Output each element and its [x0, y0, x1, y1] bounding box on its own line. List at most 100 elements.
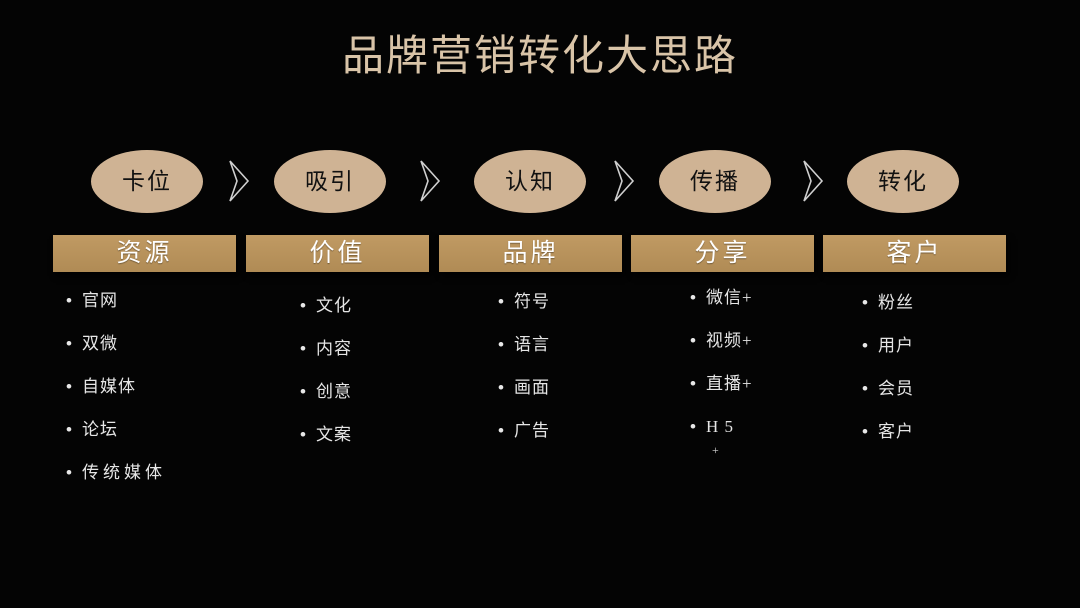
flow-ellipse-2[interactable]: 吸引 — [274, 149, 386, 213]
list-item-label: 用户 — [878, 336, 914, 355]
list-item-label: 视频+ — [706, 331, 753, 350]
flow-separator-2 — [417, 148, 443, 214]
chevron-right-icon — [226, 158, 252, 204]
category-bar-label: 客户 — [886, 240, 943, 267]
category-bar-resources[interactable]: 资源 — [53, 235, 236, 272]
category-bar-label: 品牌 — [502, 240, 559, 267]
list-item-label: 语言 — [514, 335, 550, 354]
list-item[interactable]: • 自媒体 — [66, 376, 266, 398]
bullet-dot-icon: • — [498, 421, 504, 440]
flow-separator-4 — [800, 148, 826, 214]
bullet-dot-icon: • — [66, 377, 72, 396]
bullet-dot-icon: • — [300, 425, 306, 444]
list-item-label: 传统媒体 — [82, 463, 166, 482]
flow-ellipse-1[interactable]: 卡位 — [91, 149, 203, 213]
bullet-dot-icon: • — [66, 463, 72, 482]
bullet-dot-icon: • — [862, 379, 868, 398]
flow-step-label: 认知 — [505, 168, 555, 194]
bullet-dot-icon: • — [66, 334, 72, 353]
list-item[interactable]: • 双微 — [66, 333, 266, 355]
list-item[interactable]: • 画面 — [498, 377, 698, 399]
chevron-right-icon — [611, 158, 637, 204]
flow-step-label: 传播 — [690, 168, 740, 194]
list-item-label: H 5 + — [706, 416, 734, 461]
list-item-label: 会员 — [878, 379, 914, 398]
page-title: 品牌营销转化大思路 — [341, 34, 738, 80]
list-item[interactable]: • 传统媒体 — [66, 462, 266, 484]
bullet-column-resources: • 官网 • 双微 • 自媒体 • 论坛 • 传统媒体 — [66, 290, 266, 505]
list-item-label: 官网 — [82, 291, 118, 310]
category-bar-share[interactable]: 分享 — [631, 235, 814, 272]
list-item-label: 直播+ — [706, 374, 753, 393]
bullet-dot-icon: • — [862, 422, 868, 441]
bullet-dot-icon: • — [862, 336, 868, 355]
list-item-label: 论坛 — [82, 420, 118, 439]
bullet-dot-icon: • — [498, 378, 504, 397]
list-item[interactable]: • 直播+ — [690, 373, 890, 395]
bullet-dot-icon: • — [66, 420, 72, 439]
flow-step-3[interactable]: 认知 — [474, 148, 586, 214]
list-item[interactable]: • 粉丝 — [862, 292, 1062, 314]
flow-step-5[interactable]: 转化 — [847, 148, 959, 214]
category-bar-label: 分享 — [694, 240, 751, 267]
list-item[interactable]: • 语言 — [498, 334, 698, 356]
list-item[interactable]: • 创意 — [300, 381, 500, 403]
bullet-dot-icon: • — [690, 374, 696, 393]
list-item[interactable]: • H 5 + — [690, 416, 890, 461]
bullet-dot-icon: • — [498, 292, 504, 311]
list-item-label: 微信+ — [706, 288, 753, 307]
flow-separator-1 — [226, 148, 252, 214]
chevron-right-icon — [417, 158, 443, 204]
list-item-label: 双微 — [82, 334, 118, 353]
flow-step-2[interactable]: 吸引 — [274, 148, 386, 214]
list-item-text: H 5 — [706, 417, 735, 436]
list-item[interactable]: • 文案 — [300, 424, 500, 446]
flow-ellipse-5[interactable]: 转化 — [847, 149, 959, 213]
category-bar-brand[interactable]: 品牌 — [439, 235, 622, 272]
bullet-dot-icon: • — [300, 296, 306, 315]
bullet-dot-icon: • — [300, 339, 306, 358]
list-item[interactable]: • 会员 — [862, 378, 1062, 400]
flow-separator-3 — [611, 148, 637, 214]
list-item-suffix: + — [712, 443, 719, 457]
list-item[interactable]: • 内容 — [300, 338, 500, 360]
list-item-label: 客户 — [878, 422, 914, 441]
list-item-label: 创意 — [316, 382, 352, 401]
list-item[interactable]: • 用户 — [862, 335, 1062, 357]
bullet-dot-icon: • — [862, 293, 868, 312]
list-item[interactable]: • 文化 — [300, 295, 500, 317]
chevron-right-icon — [800, 158, 826, 204]
list-item[interactable]: • 微信+ — [690, 287, 890, 309]
flow-step-label: 吸引 — [305, 168, 355, 194]
bullet-column-share: • 微信+ • 视频+ • 直播+ • H 5 + — [690, 287, 890, 482]
list-item-label: 内容 — [316, 339, 352, 358]
bullet-column-customer: • 粉丝 • 用户 • 会员 • 客户 — [862, 292, 1062, 464]
bullet-column-brand: • 符号 • 语言 • 画面 • 广告 — [498, 291, 698, 463]
flow-step-4[interactable]: 传播 — [659, 148, 771, 214]
list-item[interactable]: • 客户 — [862, 421, 1062, 443]
list-item-label: 文化 — [316, 296, 352, 315]
flow-ellipse-3[interactable]: 认知 — [474, 149, 586, 213]
list-item-label: 文案 — [316, 425, 352, 444]
bullet-dot-icon: • — [498, 335, 504, 354]
bullet-dot-icon: • — [690, 417, 696, 436]
flow-step-1[interactable]: 卡位 — [91, 148, 203, 214]
flow-ellipse-4[interactable]: 传播 — [659, 149, 771, 213]
list-item[interactable]: • 视频+ — [690, 330, 890, 352]
category-bar-label: 价值 — [309, 240, 366, 267]
bullet-dot-icon: • — [690, 288, 696, 307]
bullet-dot-icon: • — [690, 331, 696, 350]
process-flow-row: 卡位 吸引 认知 — [53, 148, 1005, 214]
list-item[interactable]: • 论坛 — [66, 419, 266, 441]
category-bar-value[interactable]: 价值 — [246, 235, 429, 272]
list-item[interactable]: • 官网 — [66, 290, 266, 312]
list-item-label: 粉丝 — [878, 293, 914, 312]
category-bar-customer[interactable]: 客户 — [823, 235, 1006, 272]
list-item-label: 符号 — [514, 292, 550, 311]
list-item[interactable]: • 广告 — [498, 420, 698, 442]
list-item-label: 自媒体 — [82, 377, 136, 396]
category-bar-label: 资源 — [116, 240, 173, 267]
list-item[interactable]: • 符号 — [498, 291, 698, 313]
list-item-label: 广告 — [514, 421, 550, 440]
